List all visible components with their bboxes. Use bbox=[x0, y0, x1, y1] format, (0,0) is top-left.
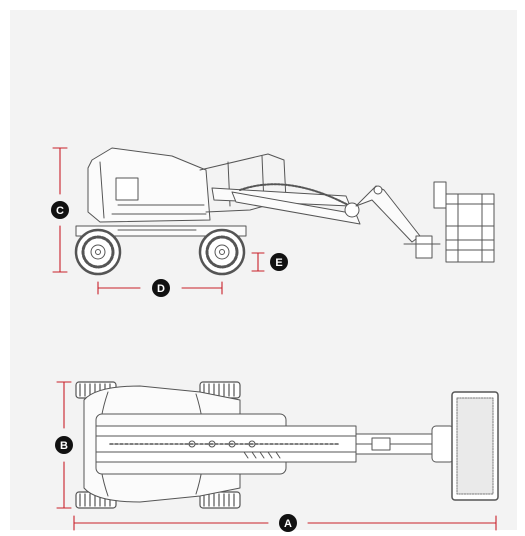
side-view-jib bbox=[355, 185, 421, 243]
side-view-riser bbox=[199, 153, 287, 213]
side-view-rear-wheel bbox=[198, 228, 246, 276]
dimension-label-a: A bbox=[284, 518, 292, 530]
dimension-e-line bbox=[251, 252, 265, 272]
dimension-badge-a: A bbox=[279, 514, 297, 532]
dimension-label-b: B bbox=[60, 440, 68, 452]
dimension-a-line bbox=[73, 515, 497, 531]
dimension-c-line bbox=[52, 147, 68, 273]
side-view-frame bbox=[75, 225, 247, 237]
dimension-label-d: D bbox=[157, 283, 165, 295]
side-view-platform bbox=[433, 181, 495, 263]
side-view-machine bbox=[74, 147, 495, 276]
dimension-label-e: E bbox=[275, 257, 282, 269]
side-view-main-boom bbox=[231, 191, 361, 225]
top-view-platform bbox=[431, 391, 499, 501]
top-view-boom bbox=[95, 425, 433, 463]
dimension-lines bbox=[52, 147, 497, 531]
dimension-badge-b: B bbox=[55, 436, 73, 454]
side-view-front-wheel bbox=[74, 228, 122, 276]
top-view-machine bbox=[75, 381, 499, 509]
dimension-label-c: C bbox=[56, 205, 64, 217]
side-view-body bbox=[87, 147, 211, 223]
dimension-badge-d: D bbox=[152, 279, 170, 297]
side-view-access-panel bbox=[115, 177, 139, 201]
dimension-d-line bbox=[97, 281, 223, 295]
dimension-badge-e: E bbox=[270, 253, 288, 271]
dimension-badge-c: C bbox=[51, 201, 69, 219]
side-view-cable-track bbox=[239, 183, 351, 207]
side-view-hood-line bbox=[99, 161, 105, 219]
dimension-b-line bbox=[56, 381, 72, 509]
